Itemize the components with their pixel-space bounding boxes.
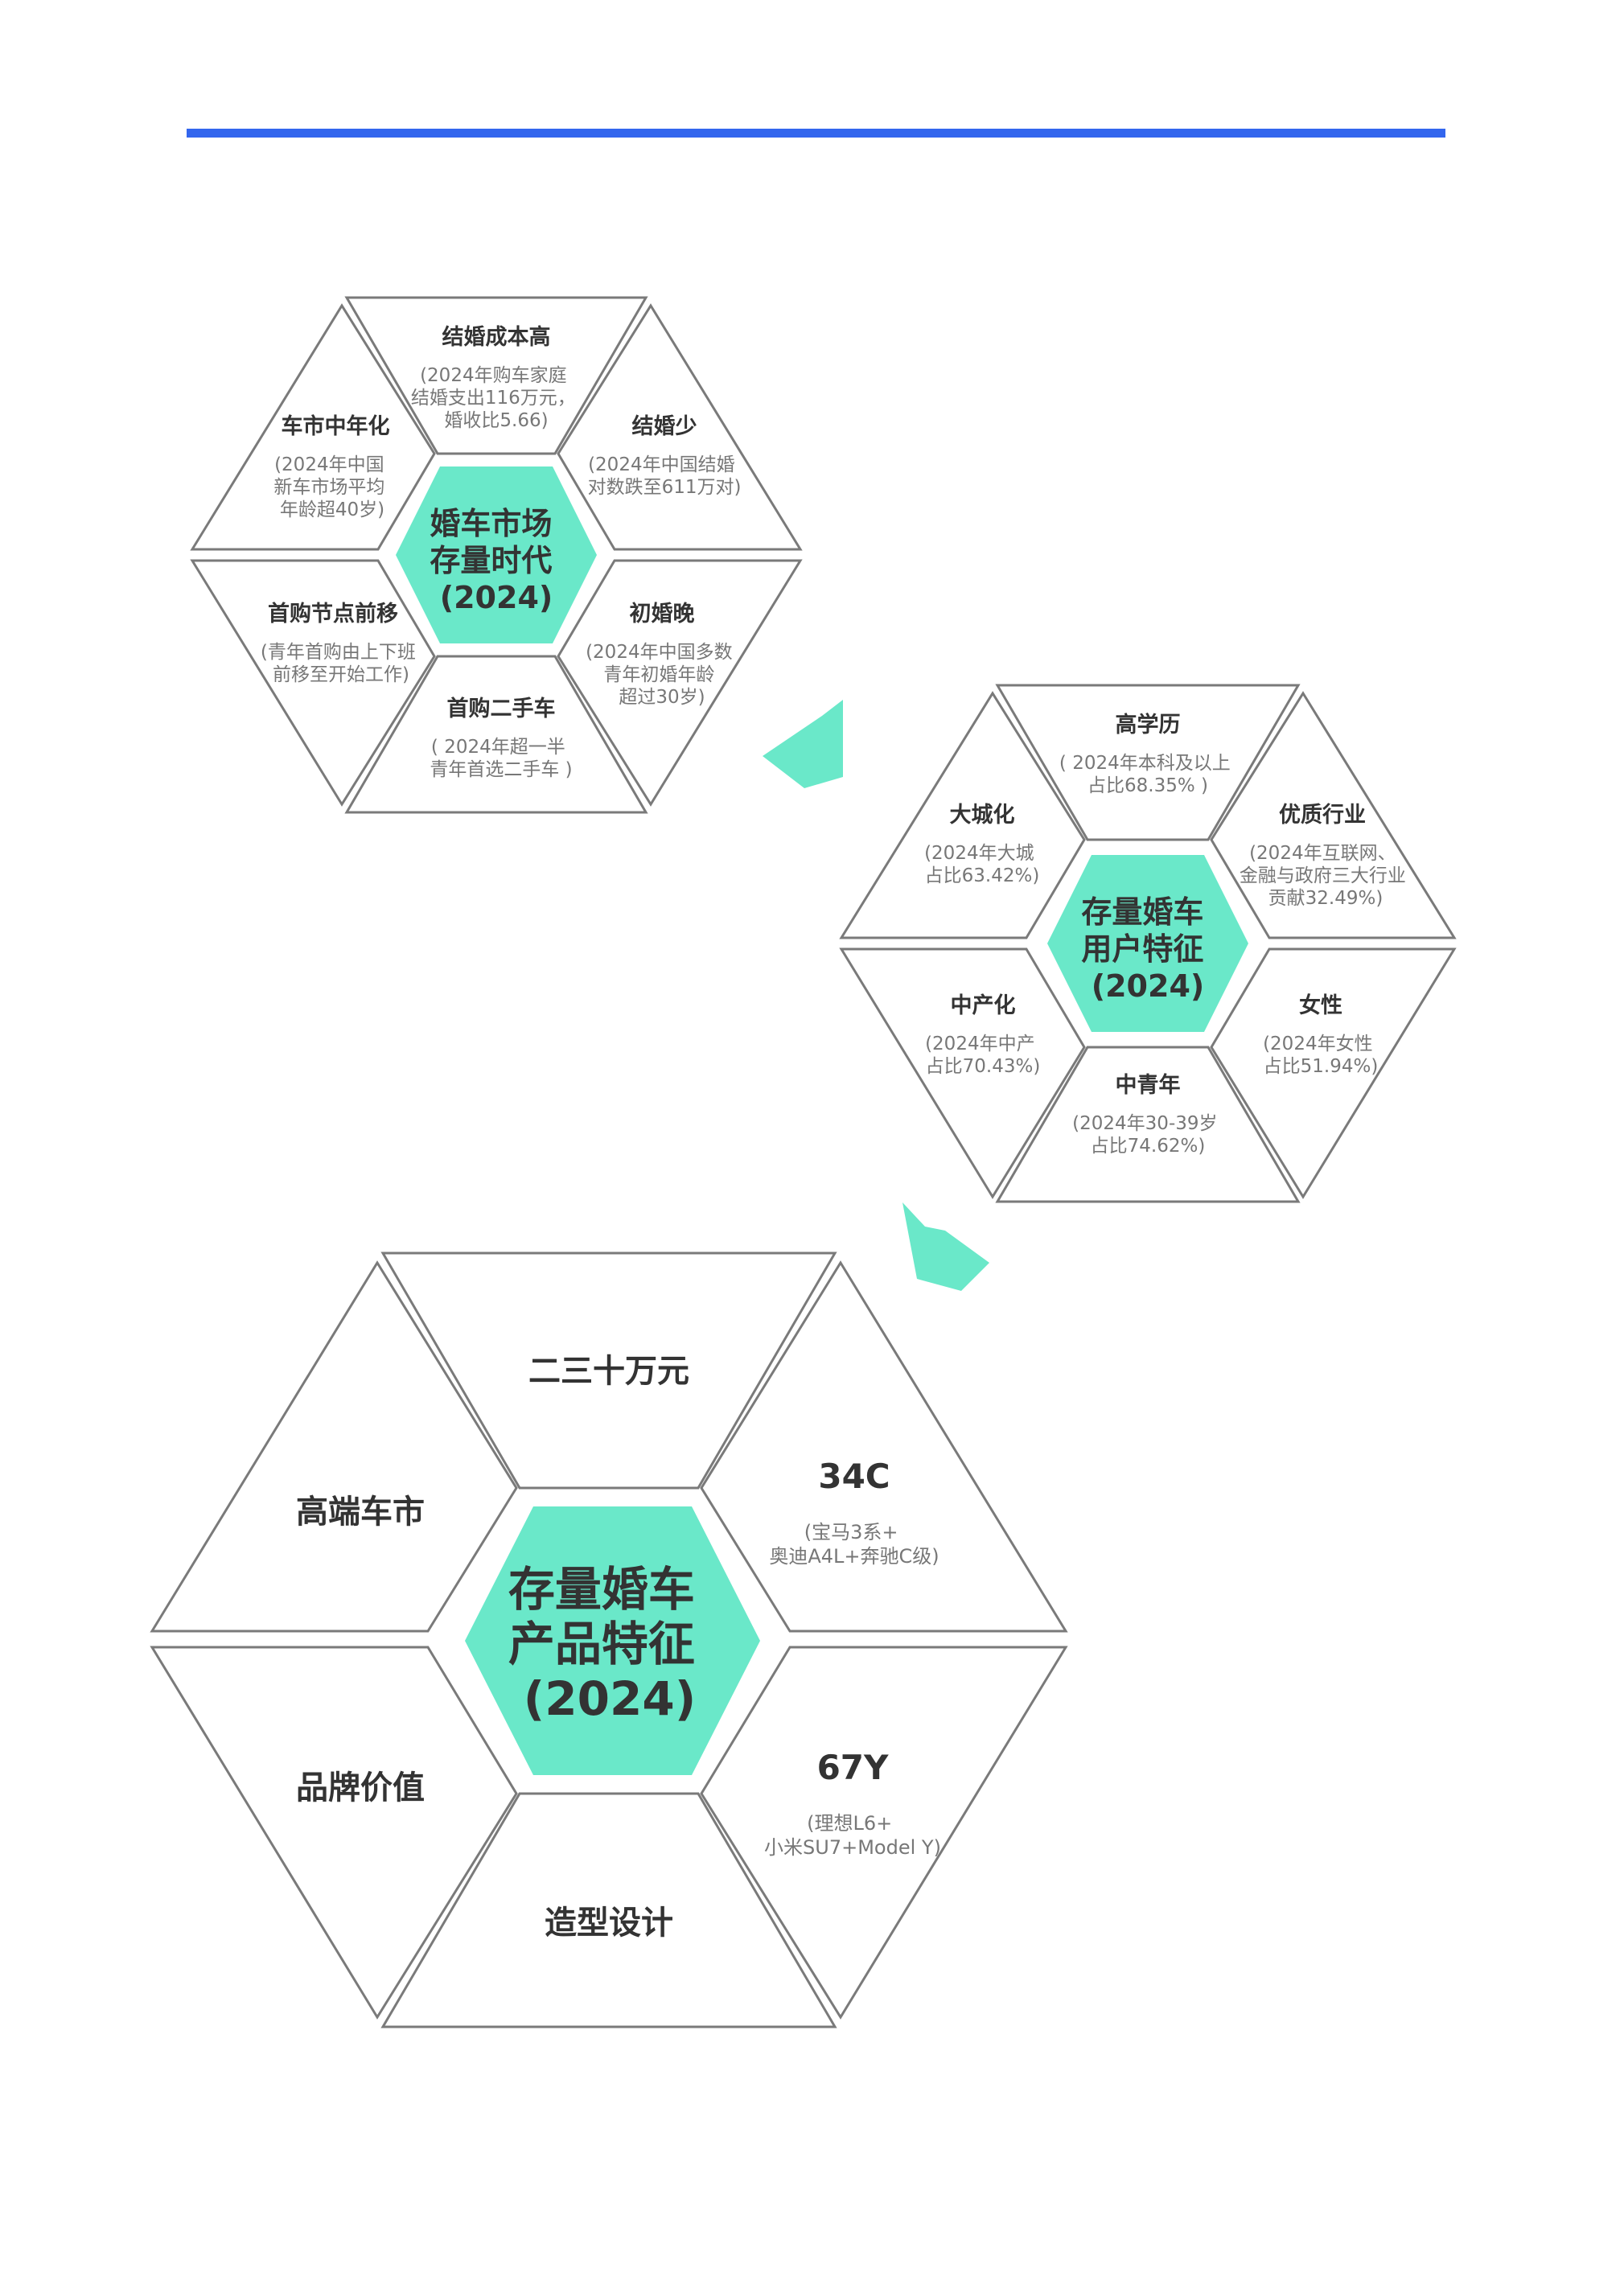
center-hexagon [465,1506,760,1775]
top-accent-bar [187,129,1445,138]
segment-title-upper-right: 34C [818,1457,890,1496]
segment-sub-top: ( 2024年本科及以上 占比68.35% ) [1059,753,1236,796]
segment-title-bottom: 首购二手车 [447,696,556,721]
segment-upper-right [1210,691,1457,939]
center-title: 婚车市场 存量时代 (2024) [430,506,562,615]
center-hexagon [1047,855,1248,1032]
segment-bottom [344,655,648,814]
segment-sub-lower-left: (2024年中产 占比70.43%) [925,1034,1041,1077]
segment-lower-left [839,947,1086,1199]
segment-sub-lower-left: (青年首购由上下班 前移至开始工作) [261,642,421,685]
segment-sub-lower-right: (2024年中国多数 青年初婚年龄 超过30岁) [586,642,738,708]
segment-sub-lower-right: (理想L6+ 小米SU7+Model Y) [764,1812,941,1859]
segment-sub-top: (2024年购车家庭 结婚支出116万元， 婚收比5.66) [411,365,582,431]
segment-title-lower-left: 品牌价值 [296,1769,425,1806]
segment-upper-left [150,1260,518,1633]
segment-title-upper-right: 优质行业 [1279,802,1366,828]
hex-diagram-products: 存量婚车 产品特征 (2024) 二三十万元 34C (宝马3系+ 奥迪A4L+… [150,1251,1068,2028]
segment-bottom [380,1792,837,2028]
segment-title-bottom: 造型设计 [545,1905,673,1942]
segment-upper-left [839,691,1086,939]
segment-lower-right [1210,947,1457,1199]
segment-title-top: 二三十万元 [528,1353,689,1390]
segment-title-upper-left: 大城化 [950,803,1015,828]
segment-sub-upper-right: (2024年互联网、 金融与政府三大行业 贡献32.49%) [1240,843,1412,909]
segment-sub-upper-left: (2024年中国 新车市场平均 年龄超40岁) [273,454,390,520]
segment-title-top: 高学历 [1116,712,1181,738]
segment-sub-lower-right: (2024年女性 占比51.94%) [1263,1034,1379,1077]
hex-diagram-users: 存量婚车 用户特征 (2024) 高学历 ( 2024年本科及以上 占比68.3… [839,684,1457,1203]
segment-title-lower-left: 首购节点前移 [268,601,398,627]
segment-lower-left [150,1646,518,2020]
segment-top [380,1251,837,1490]
segment-bottom [995,1046,1301,1203]
segment-upper-left [190,303,436,551]
chevron-down-icon [902,1202,989,1291]
segment-title-lower-left: 中产化 [951,993,1016,1018]
segment-title-upper-left: 高端车市 [296,1494,425,1531]
segment-sub-upper-left: (2024年大城 占比63.42%) [924,843,1040,886]
segment-sub-upper-right: (宝马3系+ 奥迪A4L+奔驰C级) [769,1521,939,1568]
segment-upper-right [700,1260,1068,1633]
center-title: 存量婚车 用户特征 (2024) [1081,894,1214,1004]
segment-title-top: 结婚成本高 [442,324,551,350]
segment-title-lower-right: 67Y [817,1748,889,1787]
segment-title-upper-left: 车市中年化 [282,413,390,439]
segment-sub-bottom: (2024年30-39岁 占比74.62%) [1072,1113,1223,1157]
center-hexagon [396,466,597,643]
segment-top [344,296,648,455]
segment-upper-right [557,303,803,551]
segment-sub-bottom: ( 2024年超一半 青年首选二手车 ) [430,737,572,780]
segment-lower-left [190,559,436,807]
segment-sub-upper-right: (2024年中国结婚 对数跌至611万对) [588,454,742,498]
segment-title-lower-right: 女性 [1299,993,1342,1018]
segment-lower-right [700,1646,1068,2020]
center-title: 存量婚车 产品特征 (2024) [508,1562,711,1726]
segment-title-lower-right: 初婚晚 [630,602,695,627]
segment-top [995,684,1301,841]
segment-lower-right [557,559,803,807]
hex-diagram-market: 婚车市场 存量时代 (2024) 结婚成本高 (2024年购车家庭 结婚支出11… [190,296,803,814]
segment-title-bottom: 中青年 [1116,1072,1181,1098]
chevron-down-icon [763,700,843,788]
segment-title-upper-right: 结婚少 [632,414,697,439]
